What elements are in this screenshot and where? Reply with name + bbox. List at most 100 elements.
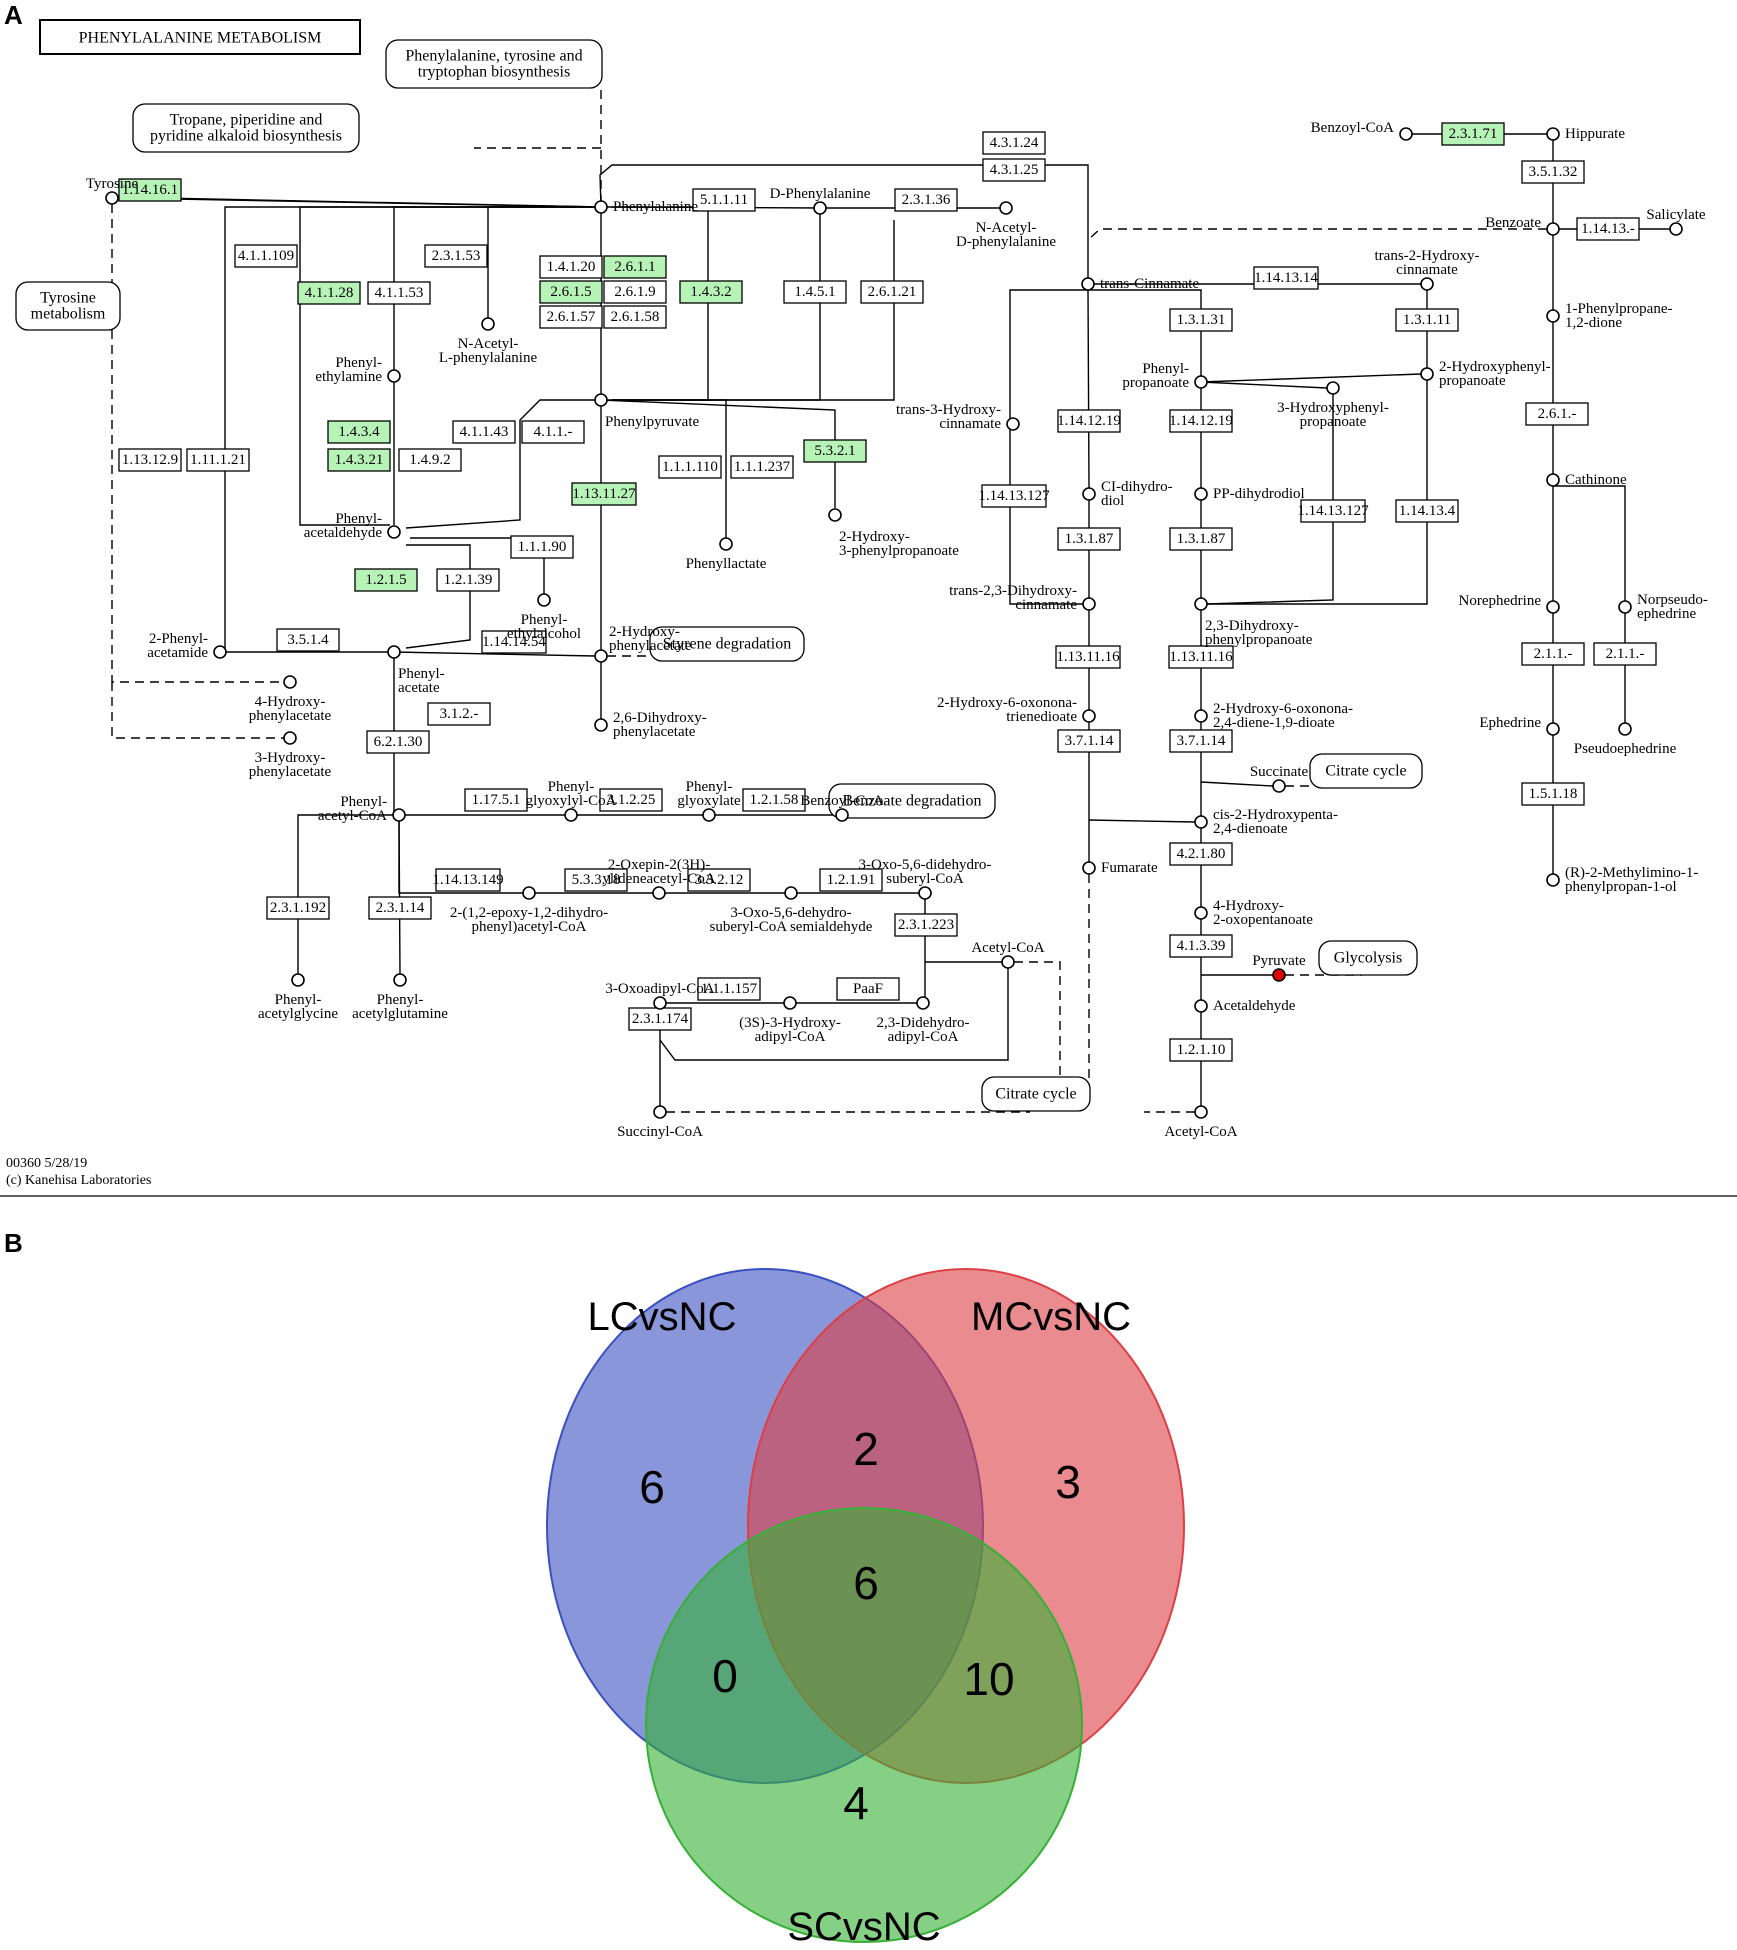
- enzyme-2.1.1.-b[interactable]: 2.1.1.-: [1593, 642, 1657, 666]
- map-styrene[interactable]: Styrene degradation: [649, 626, 805, 662]
- enzyme-2.6.1.21[interactable]: 2.6.1.21: [860, 280, 924, 304]
- enzyme-1.2.1.5[interactable]: 1.2.1.5: [354, 568, 418, 592]
- enzyme-2.3.1.223[interactable]: 2.3.1.223: [894, 913, 958, 937]
- compound-2-hydroxyphenylpropanoate[interactable]: 2-Hydroxyphenyl-propanoate: [1420, 359, 1551, 389]
- compound-cis-2-hydroxypenta[interactable]: cis-2-Hydroxypenta-2,4-dienoate: [1194, 807, 1338, 837]
- compound-4-hydroxyphenylacetate[interactable]: 4-Hydroxy-phenylacetate: [249, 675, 332, 724]
- enzyme-5.3.2.1[interactable]: 5.3.2.1: [803, 439, 867, 463]
- enzyme-1.14.13.127a[interactable]: 1.14.13.127: [978, 484, 1050, 508]
- enzyme-5.3.3.18[interactable]: 5.3.3.18: [564, 868, 628, 892]
- compound-3-hydroxyphenylacetate[interactable]: 3-Hydroxy-phenylacetate: [249, 731, 332, 780]
- compound-phenylpropanoate[interactable]: Phenyl-propanoate: [1122, 361, 1208, 391]
- map-glycolysis[interactable]: Glycolysis: [1318, 940, 1418, 976]
- compound-trans-cinnamate[interactable]: trans-Cinnamate: [1081, 276, 1199, 292]
- compound-phenylacetyl-coa[interactable]: Phenyl-acetyl-CoA: [318, 794, 406, 824]
- enzyme-4.1.1.109[interactable]: 4.1.1.109: [234, 244, 298, 268]
- compound-acetaldehyde[interactable]: Acetaldehyde: [1194, 998, 1296, 1014]
- enzyme-1.5.1.18[interactable]: 1.5.1.18: [1521, 782, 1585, 806]
- compound-4-hydroxy-2-oxopentanoate[interactable]: 4-Hydroxy-2-oxopentanoate: [1194, 898, 1313, 928]
- compound-salicylate[interactable]: Salicylate: [1646, 207, 1706, 236]
- enzyme-1.1.1.157[interactable]: 1.1.1.157: [697, 977, 761, 1001]
- enzyme-4.3.1.25[interactable]: 4.3.1.25: [982, 158, 1046, 182]
- compound-cis-dihydrodiol[interactable]: CI-dihydro-diol: [1082, 479, 1173, 509]
- compound-phenylacetylglutamine[interactable]: Phenyl-acetylglutamine: [352, 973, 448, 1022]
- compound-2,6-dihydroxyphenylacetate[interactable]: 2,6-Dihydroxy-phenylacetate: [594, 710, 707, 740]
- map-benzoate-degradation[interactable]: Benzoate degradation: [828, 783, 996, 819]
- compound-n-acetyl-d-phe[interactable]: N-Acetyl-D-phenylalanine: [956, 201, 1056, 250]
- compound-phenylacetate[interactable]: Phenyl-acetate: [387, 645, 445, 696]
- enzyme-1.14.16.1[interactable]: 1.14.16.1: [118, 178, 182, 202]
- compound-2-hydroxy-3-phenylpropanoate[interactable]: 2-Hydroxy-3-phenylpropanoate: [828, 508, 959, 559]
- compound-succinyl-coa[interactable]: Succinyl-CoA: [617, 1105, 703, 1140]
- enzyme-3.1.2.25[interactable]: 3.1.2.25: [599, 788, 663, 812]
- enzyme-1.14.13.4[interactable]: 1.14.13.4: [1395, 499, 1459, 523]
- compound-3-oxo-5,6-dehydro[interactable]: 3-Oxo-5,6-dehydro-suberyl-CoA semialdehy…: [710, 886, 873, 935]
- enzyme-PaaF[interactable]: PaaF: [836, 977, 900, 1001]
- compound-tyrosine[interactable]: Tyrosine: [86, 176, 139, 205]
- compound-phenylethylamine[interactable]: Phenyl-ethylamine: [315, 355, 401, 385]
- compound-d-phenylalanine[interactable]: D-Phenylalanine: [770, 186, 871, 215]
- enzyme-4.1.1.-[interactable]: 4.1.1.-: [521, 420, 585, 444]
- enzyme-5.1.1.11[interactable]: 5.1.1.11: [692, 188, 756, 212]
- enzyme-1.14.13.127b[interactable]: 1.14.13.127: [1297, 499, 1369, 523]
- compound-norephedrine[interactable]: Norephedrine: [1459, 593, 1560, 614]
- compound-phenylethylalcohol[interactable]: Phenyl-ethylalcohol: [507, 593, 581, 642]
- compound-hippurate[interactable]: Hippurate: [1546, 126, 1625, 142]
- enzyme-2.3.1.14[interactable]: 2.3.1.14: [368, 896, 432, 920]
- enzyme-1.3.1.11[interactable]: 1.3.1.11: [1395, 308, 1459, 332]
- enzyme-1.2.1.39[interactable]: 1.2.1.39: [436, 568, 500, 592]
- compound-3-hydroxyphenylpropanoate[interactable]: 3-Hydroxyphenyl-propanoate: [1277, 381, 1389, 430]
- enzyme-2.3.1.53[interactable]: 2.3.1.53: [424, 244, 488, 268]
- enzyme-1.4.3.2[interactable]: 1.4.3.2: [679, 280, 743, 304]
- compound-3-oxoadipyl-coa[interactable]: 3-Oxoadipyl-CoA: [605, 981, 715, 1010]
- enzyme-2.6.1.1[interactable]: 2.6.1.1: [603, 255, 667, 279]
- enzyme-2.3.1.174[interactable]: 2.3.1.174: [628, 1007, 692, 1031]
- compound-pseudoephedrine[interactable]: Pseudoephedrine: [1574, 722, 1677, 757]
- compound-norpseudoephedrine[interactable]: Norpseudo-ephedrine: [1618, 592, 1708, 622]
- compound-acetyl-coa-right[interactable]: Acetyl-CoA: [1164, 1105, 1238, 1140]
- enzyme-2.6.1.9[interactable]: 2.6.1.9: [603, 280, 667, 304]
- enzyme-2.6.1.5[interactable]: 2.6.1.5: [539, 280, 603, 304]
- enzyme-1.14.13.14[interactable]: 1.14.13.14: [1253, 266, 1319, 290]
- enzyme-3.7.1.14a[interactable]: 3.7.1.14: [1057, 729, 1121, 753]
- compound-n-acetyl-l-phe[interactable]: N-Acetyl-L-phenylalanine: [439, 317, 538, 366]
- enzyme-1.13.11.27[interactable]: 1.13.11.27: [571, 482, 637, 506]
- enzyme-2.3.1.192[interactable]: 2.3.1.192: [266, 896, 330, 920]
- compound-succinate[interactable]: Succinate: [1250, 764, 1309, 793]
- enzyme-1.4.3.21[interactable]: 1.4.3.21: [327, 448, 391, 472]
- enzyme-4.1.1.53[interactable]: 4.1.1.53: [367, 281, 431, 305]
- compound-trans-2,3-dihydroxycinnamate[interactable]: trans-2,3-Dihydroxy-cinnamate: [949, 583, 1096, 613]
- compound-fumarate[interactable]: Fumarate: [1082, 860, 1158, 876]
- compound-acetyl-coa-mid[interactable]: Acetyl-CoA: [971, 940, 1045, 969]
- enzyme-2.6.1.58[interactable]: 2.6.1.58: [603, 305, 667, 329]
- compound-2-phenylacetamide[interactable]: 2-Phenyl-acetamide: [147, 631, 227, 661]
- enzyme-1.2.1.10[interactable]: 1.2.1.10: [1169, 1038, 1233, 1062]
- enzyme-4.3.1.24[interactable]: 4.3.1.24: [982, 131, 1046, 155]
- enzyme-4.1.1.28[interactable]: 4.1.1.28: [297, 281, 361, 305]
- enzyme-2.6.1.-[interactable]: 2.6.1.-: [1525, 402, 1589, 426]
- compound-cathinone[interactable]: Cathinone: [1546, 472, 1627, 488]
- compound-phenylglyoxylyl-coa[interactable]: Phenyl-glyoxylyl-CoA: [526, 779, 617, 822]
- map-citrate-cycle-right[interactable]: Citrate cycle: [1309, 753, 1423, 789]
- compound-2-hydroxy-6-oxonona-trienedioate[interactable]: 2-Hydroxy-6-oxonona-trienedioate: [937, 695, 1096, 725]
- compound-phenylacetylglycine[interactable]: Phenyl-acetylglycine: [258, 973, 338, 1022]
- enzyme-1.14.13.-[interactable]: 1.14.13.-: [1576, 217, 1640, 241]
- enzyme-1.14.12.19a[interactable]: 1.14.12.19: [1057, 409, 1121, 433]
- enzyme-2.6.1.57[interactable]: 2.6.1.57: [539, 305, 603, 329]
- compound-3s-3-hydroxyadipyl[interactable]: (3S)-3-Hydroxy-adipyl-CoA: [739, 996, 841, 1045]
- enzyme-4.1.1.43[interactable]: 4.1.1.43: [452, 420, 516, 444]
- compound-trans-3-hydroxycinnamate[interactable]: trans-3-Hydroxy-cinnamate: [896, 402, 1020, 432]
- compound-2,3-didehydroadipyl[interactable]: 2,3-Didehydro-adipyl-CoA: [877, 996, 970, 1045]
- enzyme-4.1.3.39[interactable]: 4.1.3.39: [1169, 934, 1233, 958]
- compound-pp-dihydrodiol[interactable]: PP-dihydrodiol: [1194, 486, 1305, 502]
- map-citrate-cycle-bottom[interactable]: Citrate cycle: [981, 1076, 1091, 1112]
- enzyme-1.14.13.149[interactable]: 1.14.13.149: [432, 868, 504, 892]
- compound-phenyllactate[interactable]: Phenyllactate: [686, 537, 767, 572]
- compound-3-oxo-5,6-didehydro[interactable]: 3-Oxo-5,6-didehydro-suberyl-CoA: [859, 857, 992, 900]
- enzyme-1.4.9.2[interactable]: 1.4.9.2: [398, 448, 462, 472]
- enzyme-1.4.1.20[interactable]: 1.4.1.20: [539, 255, 603, 279]
- enzyme-1.13.12.9[interactable]: 1.13.12.9: [118, 448, 182, 472]
- compound-benzoyl-coa-mid[interactable]: Benzoyl-CoA: [800, 793, 884, 822]
- enzyme-3.7.1.14b[interactable]: 3.7.1.14: [1169, 729, 1233, 753]
